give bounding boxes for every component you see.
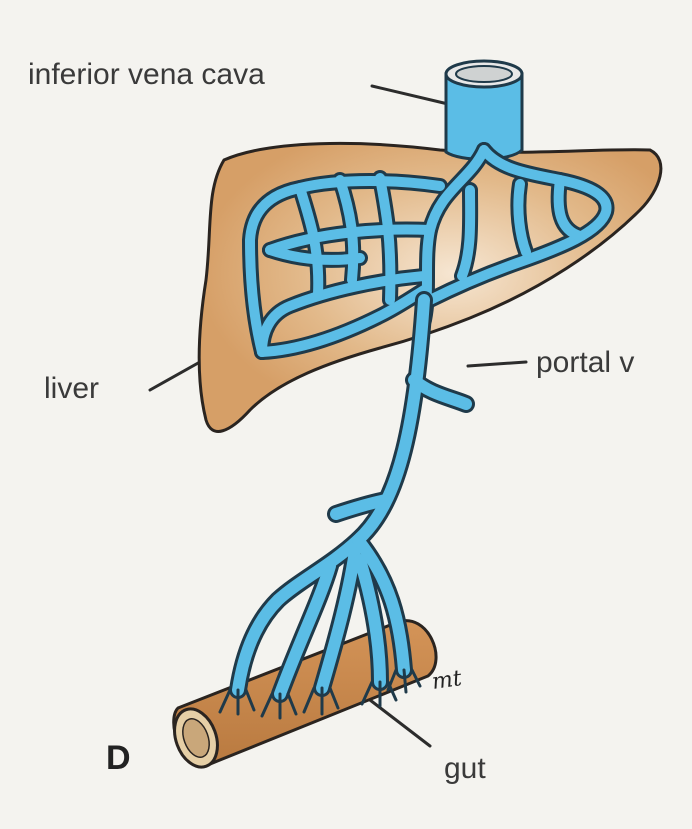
gut-label: gut (444, 752, 486, 786)
liver-label: liver (44, 372, 99, 406)
ivc-leader-line (372, 86, 448, 104)
portal-vein-label: portal v (536, 346, 634, 380)
portal-vein-leader-line (468, 362, 526, 366)
artist-initials: mt (430, 666, 463, 695)
panel-letter: D (106, 739, 131, 778)
inferior-vena-cava-label: inferior vena cava (28, 58, 265, 92)
